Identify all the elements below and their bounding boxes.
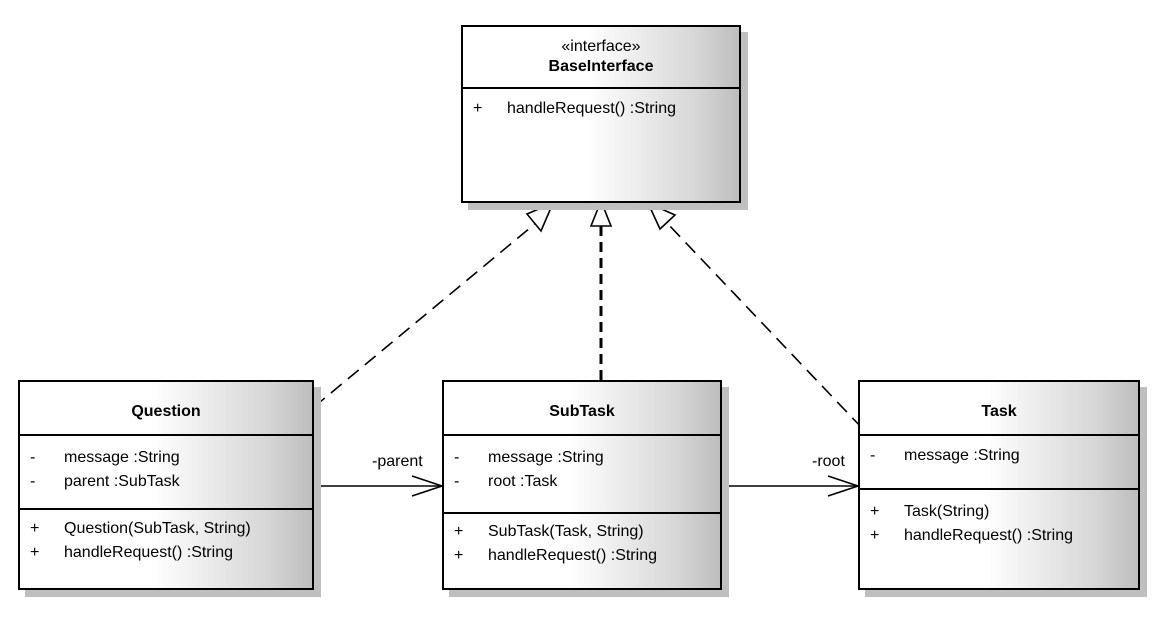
visibility-marker: -	[30, 473, 36, 490]
class-header: SubTask	[444, 382, 720, 434]
class-name: Task	[981, 403, 1017, 420]
operations-compartment: + Question(SubTask, String) + handleRequ…	[20, 508, 312, 565]
attribute-text: message :String	[904, 447, 1020, 464]
visibility-marker: +	[454, 547, 464, 564]
operation-text: SubTask(Task, String)	[488, 523, 644, 540]
operations-compartment: + SubTask(Task, String) + handleRequest(…	[444, 512, 720, 568]
operation-text: Task(String)	[904, 503, 990, 520]
class-subtask[interactable]: SubTask - message :String - root :Task +…	[442, 380, 722, 590]
visibility-marker: +	[30, 544, 40, 561]
attribute-item: - root :Task	[444, 470, 720, 494]
class-name: SubTask	[549, 403, 615, 420]
attribute-item: - message :String	[20, 446, 312, 470]
operation-item: + handleRequest() :String	[444, 544, 720, 568]
attribute-text: root :Task	[488, 473, 558, 490]
operation-text: handleRequest() :String	[488, 547, 657, 564]
operation-text: Question(SubTask, String)	[64, 520, 251, 537]
association-parent-label: -parent	[372, 453, 423, 470]
attributes-compartment: - message :String - parent :SubTask	[20, 434, 312, 508]
realization-task-arrowhead	[646, 201, 677, 231]
operation-item: + handleRequest() :String	[463, 97, 739, 121]
operation-item: + handleRequest() :String	[860, 524, 1138, 548]
visibility-marker: +	[870, 527, 880, 544]
operations-compartment: + handleRequest() :String	[463, 87, 739, 121]
class-header: Question	[20, 382, 312, 434]
realization-question-arrowhead	[525, 201, 555, 233]
class-task[interactable]: Task - message :String + Task(String) + …	[858, 380, 1140, 590]
visibility-marker: -	[30, 449, 36, 466]
operation-text: handleRequest() :String	[904, 527, 1073, 544]
class-name: BaseInterface	[548, 58, 654, 75]
attribute-text: message :String	[64, 449, 180, 466]
operation-item: + SubTask(Task, String)	[444, 520, 720, 544]
attributes-compartment: - message :String - root :Task	[444, 434, 720, 512]
attribute-item: - message :String	[444, 446, 720, 470]
visibility-marker: +	[454, 523, 464, 540]
attribute-text: message :String	[488, 449, 604, 466]
operation-item: + handleRequest() :String	[20, 541, 312, 565]
operation-text: handleRequest() :String	[64, 544, 233, 561]
visibility-marker: -	[870, 447, 876, 464]
association-root-label: -root	[812, 453, 845, 470]
operation-item: + Task(String)	[860, 500, 1138, 524]
visibility-marker: +	[473, 100, 483, 117]
realization-subtask-arrowhead	[589, 198, 613, 227]
attributes-compartment: - message :String	[860, 434, 1138, 488]
attribute-item: - message :String	[860, 444, 1138, 468]
operation-text: handleRequest() :String	[507, 100, 676, 117]
stereotype-label: «interface»	[561, 38, 641, 55]
class-header: «interface» BaseInterface	[463, 27, 739, 87]
visibility-marker: +	[870, 503, 880, 520]
attribute-text: parent :SubTask	[64, 473, 180, 490]
realization-question-line	[313, 222, 537, 408]
class-name: Question	[131, 403, 201, 420]
operations-compartment: + Task(String) + handleRequest() :String	[860, 488, 1138, 548]
class-baseinterface[interactable]: «interface» BaseInterface + handleReques…	[461, 25, 741, 203]
class-header: Task	[860, 382, 1138, 434]
realization-task-line	[666, 222, 863, 429]
operation-item: + Question(SubTask, String)	[20, 517, 312, 541]
visibility-marker: -	[454, 449, 460, 466]
attribute-item: - parent :SubTask	[20, 470, 312, 494]
class-question[interactable]: Question - message :String - parent :Sub…	[18, 380, 314, 590]
visibility-marker: +	[30, 520, 40, 537]
visibility-marker: -	[454, 473, 460, 490]
